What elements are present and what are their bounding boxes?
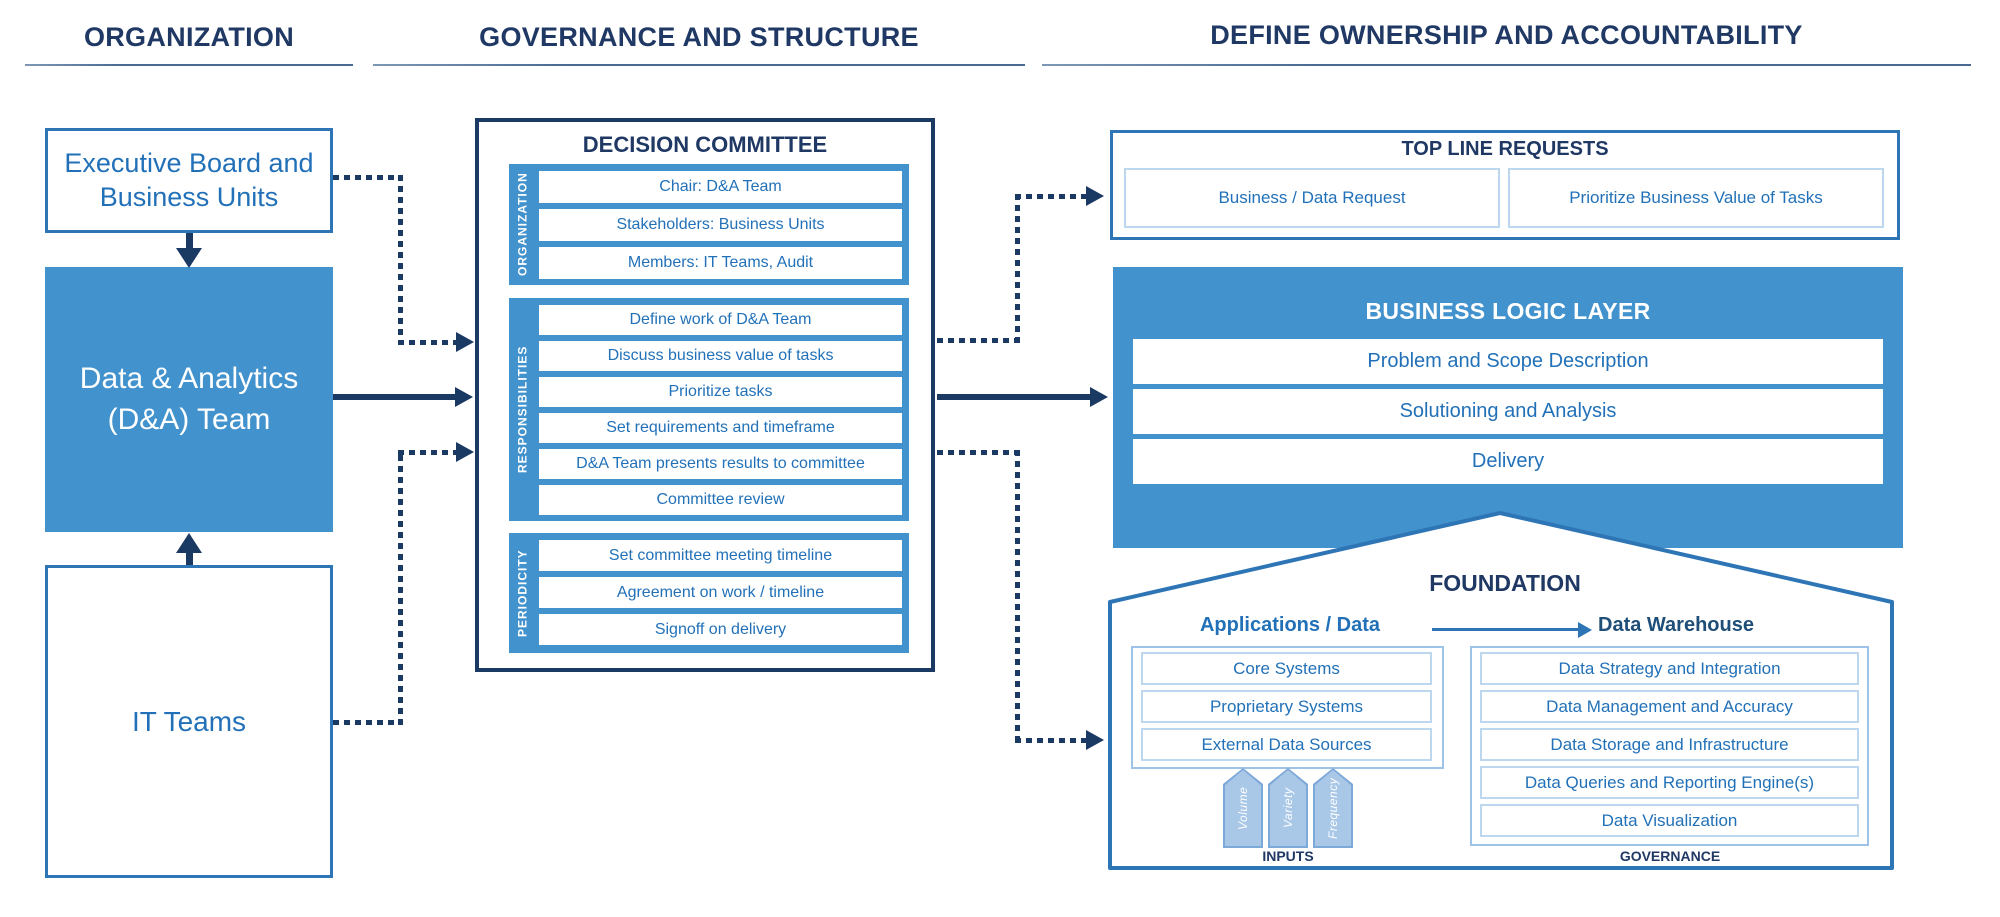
dc-row: Define work of D&A Team xyxy=(539,305,902,335)
it-to-dc-arrow-icon xyxy=(456,442,474,462)
chevron-up-icon xyxy=(1270,770,1306,846)
governance-label: GOVERNANCE xyxy=(1619,848,1721,864)
executive-board-box: Executive Board and Business Units xyxy=(45,128,333,233)
chevron-up-icon xyxy=(1315,770,1351,846)
warehouse-row: Data Visualization xyxy=(1480,804,1859,837)
dna-to-dc-solid xyxy=(333,394,457,400)
chevron-up-icon xyxy=(1225,770,1261,846)
foundation-warehouse-label: Data Warehouse xyxy=(1598,614,1754,636)
header-ownership-rule xyxy=(1042,64,1971,66)
bll-row: Delivery xyxy=(1133,439,1883,484)
input-arrow-variety-label: Variety xyxy=(1281,787,1295,829)
dc-to-tlr-dotted-v xyxy=(1015,194,1020,343)
input-arrow-variety: Variety xyxy=(1268,768,1308,848)
inputs-label: INPUTS xyxy=(1262,848,1314,864)
top-line-requests-title: TOP LINE REQUESTS xyxy=(1401,138,1609,160)
header-governance: GOVERNANCE AND STRUCTURE xyxy=(479,22,919,52)
dc-row: Agreement on work / timeline xyxy=(539,577,902,608)
apps-to-warehouse-arrow-icon xyxy=(1578,622,1592,638)
dna-team-label: Data & Analytics (D&A) Team xyxy=(79,362,299,436)
dc-to-bll-solid xyxy=(937,394,1092,400)
dc-group-periodicity: PERIODICITY Set committee meeting timeli… xyxy=(509,533,909,653)
applications-row: Core Systems xyxy=(1141,652,1432,685)
input-arrow-volume: Volume xyxy=(1223,768,1263,848)
dc-to-foundation-dotted-v xyxy=(1015,450,1020,743)
input-arrow-frequency: Frequency xyxy=(1313,768,1353,848)
executive-board-label: Executive Board and Business Units xyxy=(64,147,314,212)
dc-to-foundation-dotted-h1 xyxy=(937,450,1020,455)
dc-group-responsibilities-label: RESPONSIBILITIES xyxy=(515,345,530,474)
dc-group-responsibilities: RESPONSIBILITIES Define work of D&A Team… xyxy=(509,298,909,521)
dc-row: Members: IT Teams, Audit xyxy=(539,247,902,279)
dna-team-box: Data & Analytics (D&A) Team xyxy=(45,267,333,532)
decision-committee-box: DECISION COMMITTEE ORGANIZATION Chair: D… xyxy=(475,118,935,672)
dc-to-foundation-dotted-h2 xyxy=(1015,738,1088,743)
header-ownership: DEFINE OWNERSHIP AND ACCOUNTABILITY xyxy=(1210,20,1803,50)
bll-row: Solutioning and Analysis xyxy=(1133,389,1883,434)
tlr-item: Prioritize Business Value of Tasks xyxy=(1508,168,1884,228)
applications-row: Proprietary Systems xyxy=(1141,690,1432,723)
exec-to-dc-dotted-h1 xyxy=(333,175,401,180)
warehouse-row: Data Queries and Reporting Engine(s) xyxy=(1480,766,1859,799)
dc-to-tlr-dotted-h2 xyxy=(1015,194,1088,199)
header-organization-rule xyxy=(25,64,353,66)
dc-row: Chair: D&A Team xyxy=(539,171,902,203)
it-to-dna-arrow-icon xyxy=(176,533,202,553)
it-to-dc-dotted-v xyxy=(398,455,403,725)
exec-to-dc-arrow-icon xyxy=(456,332,474,352)
exec-to-dna-arrow-shaft xyxy=(186,233,193,251)
dc-row: Prioritize tasks xyxy=(539,377,902,407)
decision-committee-title: DECISION COMMITTEE xyxy=(582,132,828,157)
input-arrow-volume-label: Volume xyxy=(1236,786,1250,830)
warehouse-row: Data Management and Accuracy xyxy=(1480,690,1859,723)
tlr-item: Business / Data Request xyxy=(1124,168,1500,228)
header-governance-rule xyxy=(373,64,1025,66)
dc-to-foundation-arrow-icon xyxy=(1086,730,1104,750)
dc-row: Discuss business value of tasks xyxy=(539,341,902,371)
header-organization: ORGANIZATION xyxy=(83,22,295,52)
bll-row: Problem and Scope Description xyxy=(1133,339,1883,384)
dc-to-bll-arrow-icon xyxy=(1090,387,1108,407)
dc-row: Committee review xyxy=(539,485,902,515)
warehouse-row: Data Strategy and Integration xyxy=(1480,652,1859,685)
dc-group-periodicity-label: PERIODICITY xyxy=(515,549,530,637)
it-teams-label: IT Teams xyxy=(131,705,247,737)
exec-to-dna-arrow-icon xyxy=(176,248,202,268)
dc-to-tlr-dotted-h1 xyxy=(937,338,1020,343)
dc-row: Stakeholders: Business Units xyxy=(539,209,902,241)
exec-to-dc-dotted-h2 xyxy=(398,340,458,345)
it-to-dc-dotted-h2 xyxy=(398,450,458,455)
dc-row: D&A Team presents results to committee xyxy=(539,449,902,479)
applications-row: External Data Sources xyxy=(1141,728,1432,761)
dc-row: Set committee meeting timeline xyxy=(539,540,902,571)
dc-row: Set requirements and timeframe xyxy=(539,413,902,443)
business-logic-layer-title: BUSINESS LOGIC LAYER xyxy=(1365,298,1651,324)
foundation-apps-label: Applications / Data xyxy=(1199,614,1381,636)
input-arrow-frequency-label: Frequency xyxy=(1326,777,1340,839)
it-teams-box: IT Teams xyxy=(45,565,333,878)
it-to-dna-arrow-shaft xyxy=(186,551,193,565)
dc-row: Signoff on delivery xyxy=(539,614,902,645)
warehouse-row: Data Storage and Infrastructure xyxy=(1480,728,1859,761)
dc-group-organization: ORGANIZATION Chair: D&A Team Stakeholder… xyxy=(509,164,909,285)
dc-to-tlr-arrow-icon xyxy=(1086,186,1104,206)
exec-to-dc-dotted-v xyxy=(398,175,403,345)
foundation-title: FOUNDATION xyxy=(1429,570,1581,596)
apps-to-warehouse-arrow-shaft xyxy=(1432,628,1580,631)
dna-to-dc-arrow-icon xyxy=(455,387,473,407)
dc-group-organization-label: ORGANIZATION xyxy=(515,172,530,277)
it-to-dc-dotted-h1 xyxy=(333,720,401,725)
